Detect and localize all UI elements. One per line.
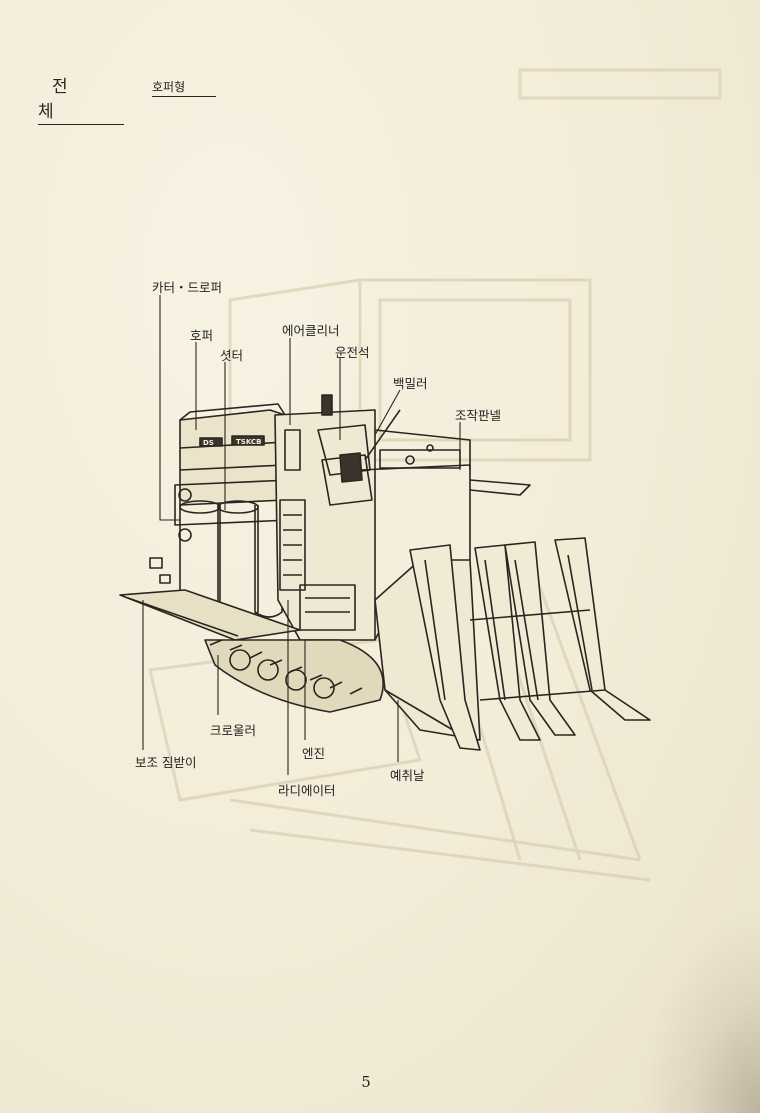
paper-stain — [640, 913, 760, 1113]
label-aux-carrier: 보조 짐받이 — [135, 755, 197, 770]
label-radiator: 라디에이터 — [278, 783, 336, 798]
label-control-panel: 조작판넬 — [455, 408, 502, 423]
aux-carrier-platform — [119, 589, 301, 641]
crawler-track — [204, 639, 384, 713]
label-air-cleaner: 에어클리너 — [282, 323, 340, 338]
cabin-body — [274, 409, 376, 641]
leader-lines — [142, 295, 461, 775]
section-title: 전 체 — [38, 72, 124, 125]
machine-plate-left: DS — [203, 439, 214, 447]
label-cutter-dropper: 카터・드로퍼 — [152, 280, 223, 295]
section-subtitle: 호퍼형 — [152, 78, 216, 97]
machine-plate-right: TSKCB — [236, 438, 261, 446]
label-back-mirror: 백밀러 — [393, 376, 428, 391]
label-crawler: 크로울러 — [210, 723, 257, 738]
reaping-dividers — [409, 537, 651, 751]
label-driver-seat: 운전석 — [335, 345, 370, 360]
label-reaping-blade: 예취날 — [390, 768, 425, 783]
label-engine: 엔진 — [302, 746, 326, 761]
page-number: 5 — [361, 1073, 371, 1091]
label-shutter: 셧터 — [220, 348, 244, 363]
label-hopper: 호퍼 — [190, 328, 214, 343]
